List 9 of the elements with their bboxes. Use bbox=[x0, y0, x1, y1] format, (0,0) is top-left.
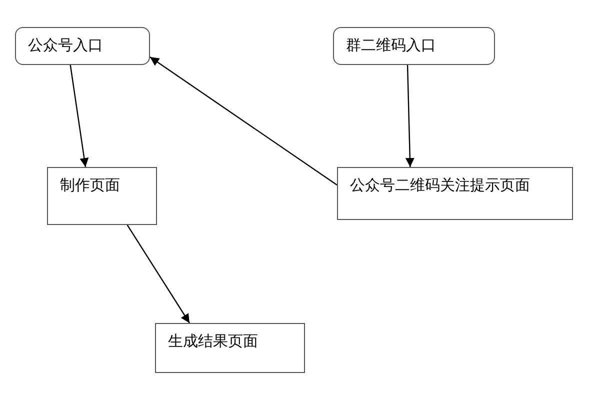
arrow bbox=[405, 64, 414, 168]
entry-box: 公众号入口 bbox=[15, 27, 150, 65]
arrow bbox=[70, 64, 89, 168]
entry-box: 群二维码入口 bbox=[333, 27, 495, 65]
arrow bbox=[150, 56, 338, 186]
arrow bbox=[126, 224, 190, 324]
page-box: 制作页面 bbox=[47, 167, 157, 225]
page-box: 公众号二维码关注提示页面 bbox=[337, 167, 573, 220]
page-box: 生成结果页面 bbox=[155, 323, 305, 373]
